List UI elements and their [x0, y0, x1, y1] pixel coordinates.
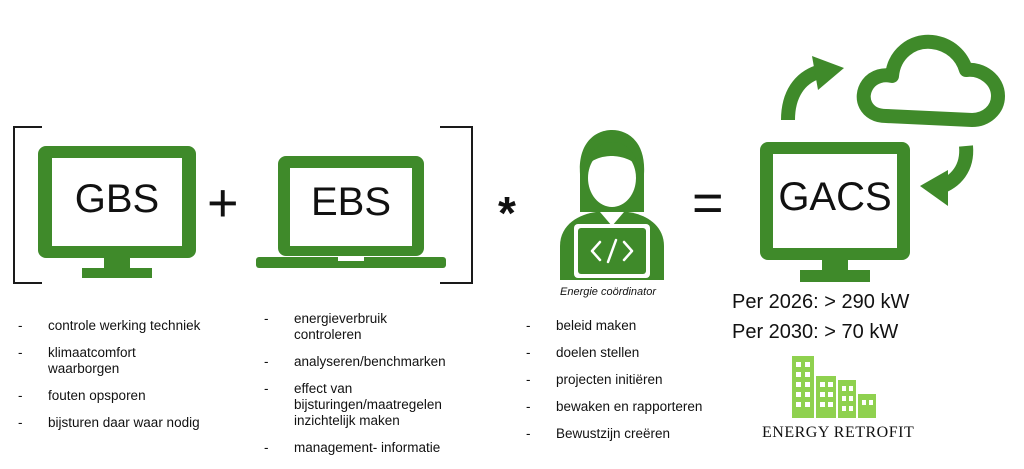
list-item: - analyseren/benchmarken — [264, 354, 474, 370]
list-item-text: management- informatie — [294, 440, 441, 455]
list-item: - energieverbruik controleren — [264, 311, 474, 343]
list-item-text: controle werking techniek — [48, 318, 201, 333]
cloud-sync-icon — [781, 34, 1005, 206]
list-item: - management- informatie — [264, 440, 474, 456]
list-item: - doelen stellen — [526, 345, 726, 361]
bullet-dash: - — [18, 345, 23, 360]
target-2030: Per 2030: > 70 kW — [732, 321, 899, 343]
list-item-text: beleid maken — [556, 318, 637, 333]
bullet-dash: - — [526, 426, 531, 441]
equals-operator: = — [692, 173, 724, 233]
list-item: - bewaken en rapporteren — [526, 399, 726, 415]
left-bracket — [13, 126, 42, 284]
coordinator-caption: Energie coördinator — [560, 286, 657, 298]
target-2026: Per 2026: > 290 kW — [732, 291, 910, 313]
list-item: - Bewustzijn creëren — [526, 426, 726, 442]
list-item-text: Bewustzijn creëren — [556, 426, 671, 441]
bullet-dash: - — [264, 440, 269, 455]
list-item-text: doelen stellen — [556, 345, 640, 360]
list-item-text: analyseren/benchmarken — [294, 354, 446, 369]
bullet-dash: - — [526, 372, 531, 387]
right-bracket — [440, 126, 473, 284]
list-item-text: projecten initiëren — [556, 372, 663, 387]
bullet-dash: - — [264, 354, 269, 369]
list-item-text: effect van bijsturingen/maatregelen inzi… — [294, 381, 442, 428]
ebs-label: EBS — [310, 180, 392, 224]
bullet-dash: - — [264, 381, 269, 396]
gbs-task-list: - controle werking techniek - klimaatcomfo… — [18, 318, 233, 431]
list-item-text: energieverbruik controleren — [294, 311, 388, 342]
list-item: - projecten initiëren — [526, 372, 726, 388]
bullet-dash: - — [526, 345, 531, 360]
bullet-dash: - — [526, 399, 531, 414]
gacs-label: GACS — [778, 175, 892, 219]
ebs-laptop-icon — [256, 156, 446, 268]
bullet-dash: - — [264, 311, 269, 326]
gacs-monitor-icon — [760, 142, 910, 282]
times-operator: * — [498, 187, 516, 239]
ebs-task-list: - energieverbruik controleren - analyseren… — [264, 311, 474, 456]
bullet-dash: - — [18, 415, 23, 430]
list-item: - beleid maken — [526, 318, 726, 334]
plus-operator: + — [207, 173, 239, 233]
list-item-text: klimaatcomfort waarborgen — [48, 345, 136, 376]
list-item: - fouten opsporen — [18, 388, 233, 404]
bullet-dash: - — [526, 318, 531, 333]
logo-text: ENERGY RETROFIT — [762, 424, 915, 441]
list-item: - controle werking techniek — [18, 318, 233, 334]
bullet-dash: - — [18, 388, 23, 403]
gbs-label: GBS — [74, 177, 160, 221]
list-item: - bijsturen daar waar nodig — [18, 415, 233, 431]
buildings-icon — [792, 356, 876, 418]
coordinator-task-list: - beleid maken - doelen stellen - projecten… — [526, 318, 726, 442]
developer-laptop-icon — [560, 130, 664, 280]
bullet-dash: - — [18, 318, 23, 333]
list-item-text: bijsturen daar waar nodig — [48, 415, 200, 430]
list-item: - klimaatcomfort waarborgen — [18, 345, 233, 377]
list-item-text: bewaken en rapporteren — [556, 399, 703, 414]
list-item-text: fouten opsporen — [48, 388, 146, 403]
gbs-monitor-icon — [38, 146, 196, 278]
list-item: - effect van bijsturingen/maatregelen inz… — [264, 381, 474, 429]
